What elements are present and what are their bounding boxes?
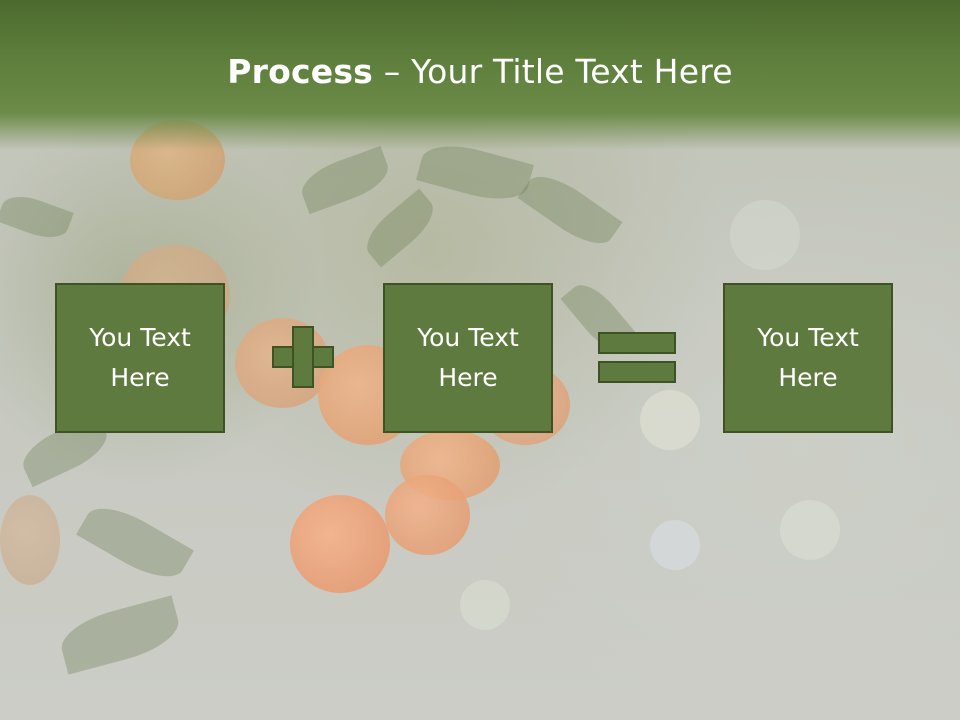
bokeh-light <box>640 390 700 450</box>
slide-title: Process – Your Title Text Here <box>0 52 960 91</box>
slide-title-bold: Process <box>227 52 374 91</box>
process-box-3[interactable]: You Text Here <box>723 283 893 433</box>
process-box-1[interactable]: You Text Here <box>55 283 225 433</box>
leaf-shape <box>76 495 194 590</box>
bokeh-light <box>730 200 800 270</box>
process-box-2-label: You Text Here <box>417 323 519 392</box>
leaf-shape <box>357 188 443 268</box>
bokeh-light <box>460 580 510 630</box>
process-box-3-label: You Text Here <box>757 323 859 392</box>
leaf-shape <box>295 145 395 215</box>
orange-fruit <box>385 475 470 555</box>
orange-fruit <box>0 495 60 585</box>
bokeh-light <box>650 520 700 570</box>
orange-fruit <box>290 495 390 593</box>
leaf-shape <box>55 595 185 675</box>
process-box-1-label: You Text Here <box>89 323 191 392</box>
process-box-2[interactable]: You Text Here <box>383 283 553 433</box>
leaf-shape <box>517 164 623 256</box>
title-bar <box>0 0 960 150</box>
leaf-shape <box>0 189 74 245</box>
slide-title-rest: – Your Title Text Here <box>373 52 733 91</box>
bokeh-light <box>780 500 840 560</box>
